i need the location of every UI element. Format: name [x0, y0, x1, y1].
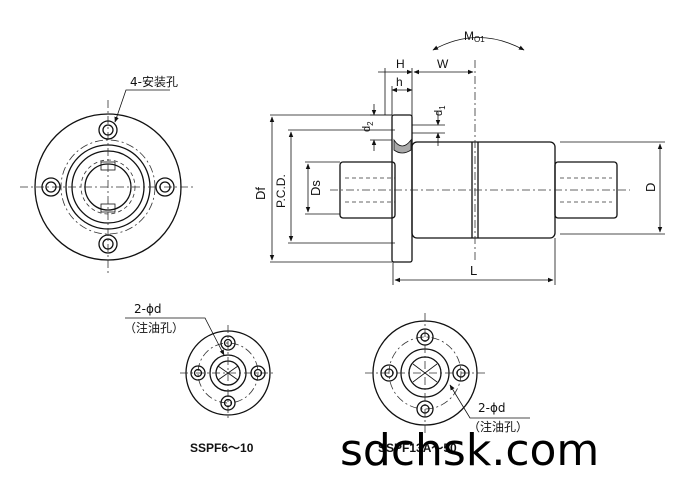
mounting-hole [416, 400, 434, 418]
dim-H: H [396, 57, 405, 71]
dim-W: W [437, 57, 449, 71]
dim-PCD: P.C.D. [274, 174, 288, 208]
mounting-hole [41, 177, 61, 197]
mounting-hole [220, 395, 236, 411]
front-view-medium: 2-ϕd （注油孔） SSPF13A～50 [365, 313, 530, 455]
watermark: sdchsk.com [340, 425, 599, 476]
mounting-hole [416, 328, 434, 346]
mounting-hole [190, 365, 206, 381]
dim-h: h [396, 75, 403, 89]
mounting-hole [155, 177, 175, 197]
dim-L: L [470, 263, 477, 278]
front-view-small: 2-ϕd （注油孔） SSPF6～10 [124, 302, 276, 455]
mounting-hole [380, 364, 398, 382]
front-view-large: 4-安装孔 [20, 74, 196, 274]
mounting-hole [98, 234, 118, 254]
side-view: Df P.C.D. Ds D L H h W d1 [253, 29, 665, 285]
dim-d1: d1 [433, 105, 447, 116]
oil-hole-note-small: （注油孔） [124, 320, 184, 335]
oil-hole-qty-small: 2-ϕd [134, 302, 162, 316]
model-label-small: SSPF6～10 [190, 441, 254, 455]
oil-hole-note-medium: （注油孔） [468, 419, 528, 434]
model-label-large: SSPF13A～50 [378, 441, 457, 455]
mounting-hole [98, 120, 118, 140]
mounting-hole [250, 365, 266, 381]
oil-hole-qty-medium: 2-ϕd [478, 401, 506, 415]
dim-D: D [643, 183, 658, 192]
mounting-hole [452, 364, 470, 382]
mounting-hole [220, 335, 236, 351]
dim-Ds: Ds [308, 180, 323, 196]
dim-d2: d2 [361, 121, 375, 132]
dim-M01: MO1 [464, 29, 485, 44]
mounting-holes-label: 4-安装孔 [130, 74, 178, 89]
dim-Df: Df [253, 187, 268, 200]
